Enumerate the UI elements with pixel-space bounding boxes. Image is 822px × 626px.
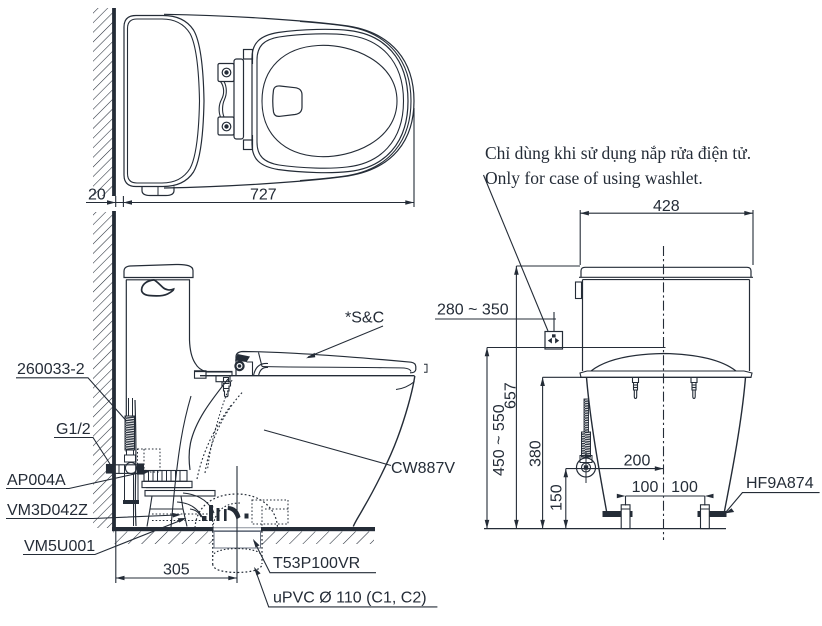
svg-text:260033-2: 260033-2 xyxy=(17,361,85,378)
svg-text:G1/2: G1/2 xyxy=(56,421,91,438)
svg-text:*S&C: *S&C xyxy=(345,310,384,327)
svg-text:150: 150 xyxy=(549,484,566,511)
svg-text:AP004A: AP004A xyxy=(7,472,66,489)
svg-text:HF9A874: HF9A874 xyxy=(746,475,814,492)
svg-text:450 ~ 550: 450 ~ 550 xyxy=(491,404,508,476)
svg-text:VM3D042Z: VM3D042Z xyxy=(7,502,88,519)
svg-text:657: 657 xyxy=(503,382,520,409)
svg-text:280 ~ 350: 280 ~ 350 xyxy=(437,302,509,319)
svg-text:Chỉ dùng khi sử dụng nắp rửa đ: Chỉ dùng khi sử dụng nắp rửa điện tử. xyxy=(485,143,751,163)
svg-text:428: 428 xyxy=(653,198,680,215)
svg-text:200: 200 xyxy=(624,453,651,470)
svg-text:uPVC Ø 110 (C1, C2): uPVC Ø 110 (C1, C2) xyxy=(273,590,427,607)
svg-text:100: 100 xyxy=(671,479,698,496)
svg-text:Only for case of using washlet: Only for case of using washlet. xyxy=(485,168,703,188)
svg-text:CW887V: CW887V xyxy=(391,460,455,477)
svg-text:380: 380 xyxy=(528,440,545,467)
svg-text:100: 100 xyxy=(632,479,659,496)
svg-text:305: 305 xyxy=(163,562,190,579)
svg-text:727: 727 xyxy=(250,187,277,204)
svg-text:VM5U001: VM5U001 xyxy=(24,538,95,555)
svg-text:T53P100VR: T53P100VR xyxy=(273,555,360,572)
svg-text:20: 20 xyxy=(88,187,106,204)
